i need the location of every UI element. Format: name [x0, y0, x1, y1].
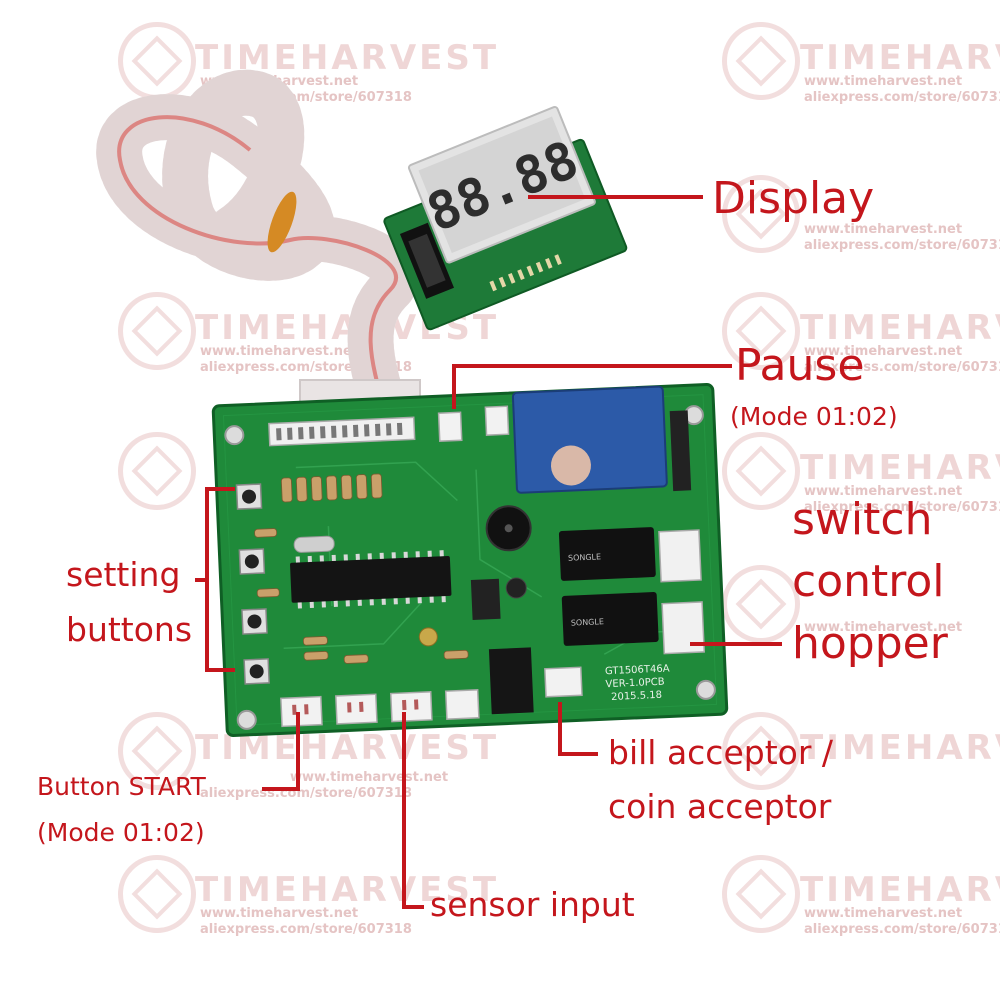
svg-text:SONGLE: SONGLE [568, 552, 601, 562]
pause-pointer-line-vertical [452, 364, 456, 409]
setting-label-line1: setting [66, 555, 181, 594]
bill-pointer-line-horizontal [558, 752, 598, 756]
watermark-logo [118, 712, 196, 790]
button-start-mode-label: (Mode 01:02) [37, 818, 205, 847]
switch-label-line3: hopper [792, 618, 948, 669]
watermark-logo [722, 565, 800, 643]
board-version: VER-1.0PCB [605, 677, 665, 691]
watermark-logo [722, 712, 800, 790]
pause-mode-label: (Mode 01:02) [730, 402, 898, 431]
ribbon-cable [96, 69, 421, 433]
display-label: Display [712, 173, 875, 224]
main-pcb: SONGLE SONGLE [211, 383, 729, 737]
setting-bracket-top [205, 487, 235, 491]
setting-bracket-vertical [205, 487, 209, 672]
watermark-logo [722, 855, 800, 933]
pause-pointer-line-horizontal [452, 364, 732, 368]
sensor-pointer-line-vertical [402, 712, 406, 908]
start-pointer-line-horizontal [262, 787, 300, 791]
watermark-logo [722, 432, 800, 510]
watermark-logo [722, 175, 800, 253]
watermark-logo [118, 432, 196, 510]
switch-label-line1: switch [792, 494, 933, 545]
display-module: 88.88 [383, 106, 628, 331]
svg-text:SONGLE: SONGLE [571, 617, 604, 627]
watermark-logo [118, 292, 196, 370]
pause-label: Pause [735, 340, 865, 391]
watermark-logo [722, 22, 800, 100]
switch-pointer-line [690, 642, 782, 646]
button-start-label: Button START [37, 772, 206, 801]
sensor-input-label: sensor input [430, 885, 635, 924]
watermark-logo [118, 855, 196, 933]
setting-bracket-tick [195, 578, 207, 582]
watermark-logo [722, 292, 800, 370]
display-pointer-line [528, 195, 703, 199]
sensor-pointer-line-horizontal [402, 905, 424, 909]
coin-acceptor-label: coin acceptor [608, 787, 832, 826]
bill-acceptor-label: bill acceptor / [608, 733, 834, 772]
start-pointer-line-vertical [296, 712, 300, 790]
setting-buttons [235, 483, 270, 685]
bill-pointer-line-vertical [558, 702, 562, 756]
setting-label-line2: buttons [66, 610, 193, 649]
board-model: GT1506T46A [605, 663, 670, 677]
switch-label-line2: control [792, 556, 945, 607]
setting-bracket-bottom [205, 668, 235, 672]
board-date: 2015.5.18 [611, 690, 662, 703]
